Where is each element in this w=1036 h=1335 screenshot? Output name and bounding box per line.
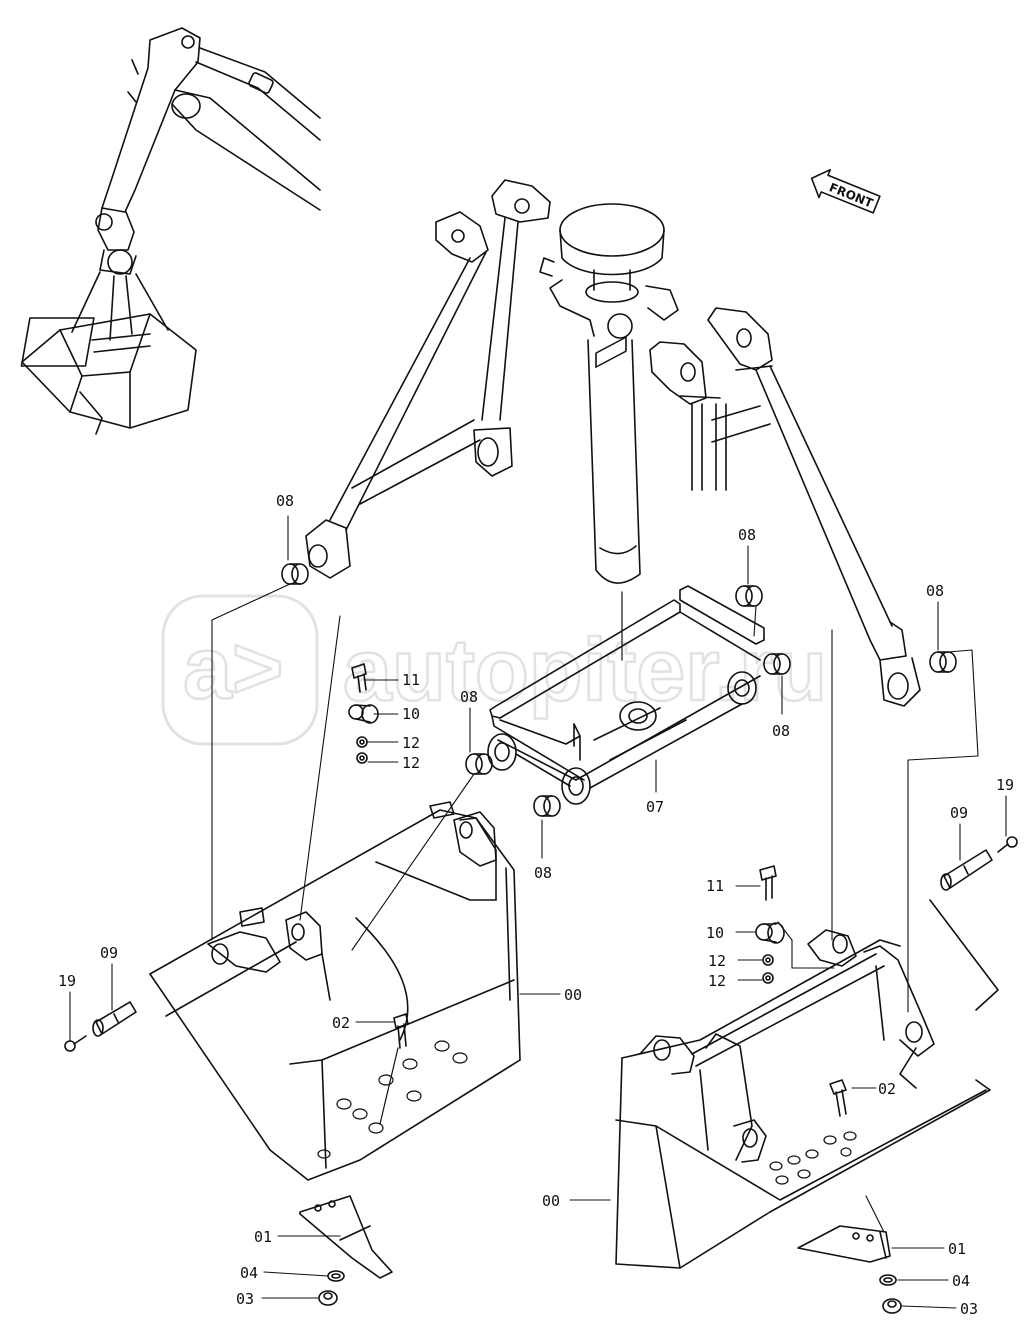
callout-12-d: 12 xyxy=(708,972,726,990)
callout-03-a: 03 xyxy=(236,1290,254,1308)
tooth-01-right xyxy=(797,1225,891,1263)
washer-04-right xyxy=(879,1274,897,1286)
callout-12-c: 12 xyxy=(708,952,726,970)
left-arm-link xyxy=(305,179,551,579)
bolt-19-right xyxy=(997,836,1018,853)
callout-08-f: 08 xyxy=(534,864,552,882)
callout-12-b: 12 xyxy=(402,754,420,772)
callout-leaders xyxy=(69,515,1007,1309)
callout-03-b: 03 xyxy=(960,1300,978,1318)
callout-09-a: 09 xyxy=(100,944,118,962)
nut-03-right xyxy=(882,1298,902,1314)
callout-04-b: 04 xyxy=(952,1272,970,1290)
bucket-right xyxy=(615,899,999,1269)
bushing-08-a xyxy=(281,563,309,585)
bucket-left xyxy=(149,801,521,1181)
bushing-08-c xyxy=(929,651,957,673)
bolt-11-b xyxy=(759,865,777,901)
callout-04-a: 04 xyxy=(240,1264,258,1282)
callout-labels: 08 08 08 08 08 08 11 10 12 12 07 19 09 1… xyxy=(58,492,1014,1318)
callout-08-e: 08 xyxy=(460,688,478,706)
bolt-02-b xyxy=(829,1079,847,1117)
callout-10-a: 10 xyxy=(402,705,420,723)
hydraulic-cylinder xyxy=(539,203,679,661)
callout-07: 07 xyxy=(646,798,664,816)
lock-10-b xyxy=(755,922,785,944)
bushing-08-e xyxy=(465,753,493,775)
hardware-right-group xyxy=(755,865,785,984)
hardware-left-group xyxy=(348,663,379,764)
callout-09-b: 09 xyxy=(950,804,968,822)
callout-11-a: 11 xyxy=(402,671,420,689)
watermark-logo-frame xyxy=(161,594,319,746)
callout-19-a: 19 xyxy=(58,972,76,990)
nut-12-d xyxy=(762,972,774,984)
nut-12-a xyxy=(356,736,368,748)
bushing-08-d xyxy=(763,653,791,675)
bolt-19-left xyxy=(64,1035,87,1052)
callout-01-b: 01 xyxy=(948,1240,966,1258)
callout-19-b: 19 xyxy=(996,776,1014,794)
bushing-08-f xyxy=(533,795,561,817)
callout-08-d: 08 xyxy=(772,722,790,740)
watermark: a> autopiter.ru xyxy=(161,594,828,746)
bushings-08 xyxy=(281,563,957,817)
callout-02-b: 02 xyxy=(878,1080,896,1098)
inset-excavator-boom xyxy=(20,27,321,435)
callout-08-b: 08 xyxy=(738,526,756,544)
callout-08-c: 08 xyxy=(926,582,944,600)
callout-12-a: 12 xyxy=(402,734,420,752)
bolt-11-a xyxy=(351,663,367,693)
bucket-right-bolt-holes xyxy=(769,1131,857,1185)
bolt-02-a xyxy=(393,1013,409,1049)
pin-09-right xyxy=(940,836,1018,891)
bucket-left-bolt-holes xyxy=(317,1040,468,1159)
pin-09-left xyxy=(64,1001,137,1052)
washer-04-left xyxy=(327,1270,345,1282)
callout-00-b: 00 xyxy=(542,1192,560,1210)
callout-08-a: 08 xyxy=(276,492,294,510)
callout-01-a: 01 xyxy=(254,1228,272,1246)
watermark-logo-glyph: a> xyxy=(183,618,283,717)
callout-11-b: 11 xyxy=(706,877,724,895)
bushing-08-b xyxy=(735,585,763,607)
right-arm-link xyxy=(649,307,921,707)
callout-00-a: 00 xyxy=(564,986,582,1004)
arrow-left-icon xyxy=(810,168,881,214)
nut-03-left xyxy=(318,1290,338,1306)
header-plate-07 xyxy=(487,336,765,805)
front-direction-marker: FRONT xyxy=(810,168,881,214)
nut-12-c xyxy=(762,954,774,966)
callout-02-a: 02 xyxy=(332,1014,350,1032)
tooth-01-left xyxy=(299,1195,393,1279)
callout-10-b: 10 xyxy=(706,924,724,942)
assembly-guide-lines xyxy=(211,583,979,1013)
nut-12-b xyxy=(356,752,368,764)
